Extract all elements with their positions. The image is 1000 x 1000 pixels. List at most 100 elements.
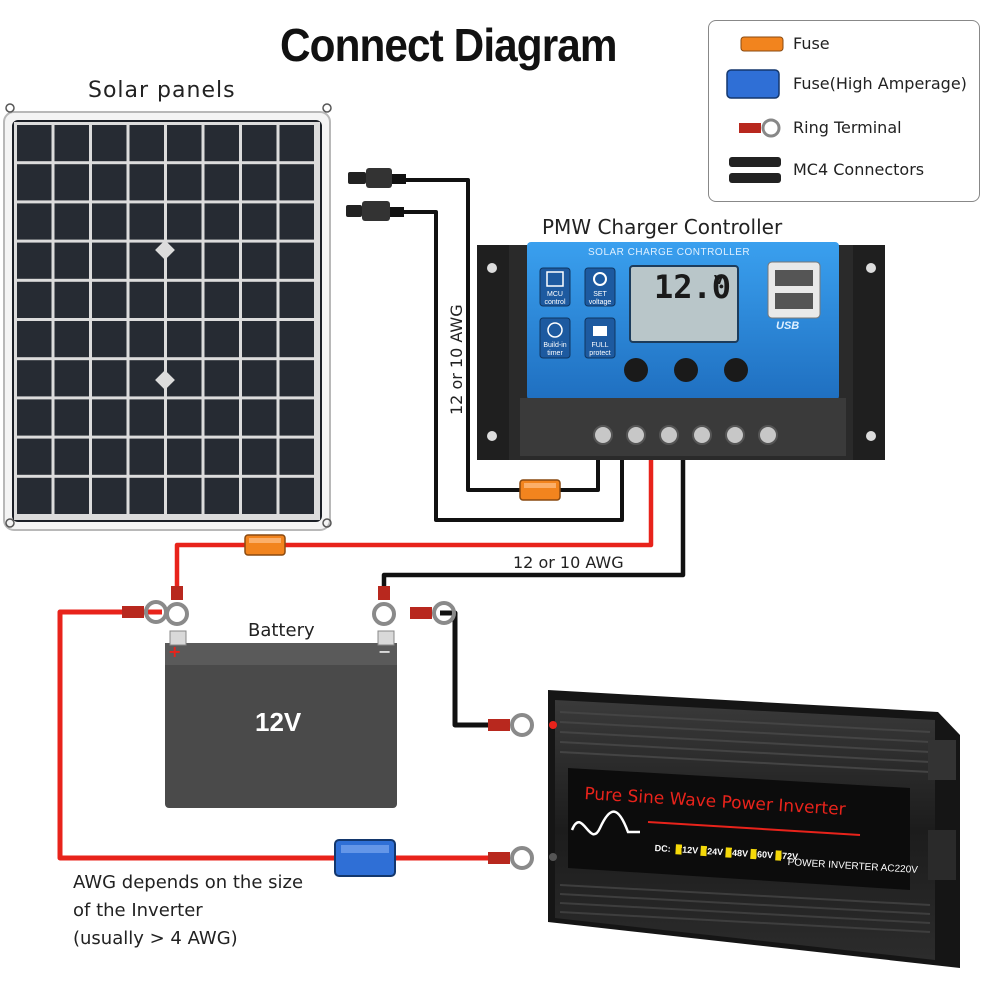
ac-socket-icon xyxy=(928,740,956,780)
solar-cell xyxy=(279,477,314,514)
fuse-icon xyxy=(519,479,561,501)
ring-terminal-icon xyxy=(510,713,534,737)
awg-vertical-label: 12 or 10 AWG xyxy=(447,304,466,415)
solar-cell xyxy=(129,438,164,475)
solar-cell xyxy=(242,399,277,436)
screw-terminal-icon xyxy=(659,425,679,445)
feature-set-label: SET voltage xyxy=(588,291,612,306)
heat-fin xyxy=(559,884,931,906)
solar-cell xyxy=(92,281,127,318)
dc-positive-terminal xyxy=(549,721,557,729)
solar-cell xyxy=(129,125,164,162)
solar-cell xyxy=(17,438,52,475)
menu-button[interactable] xyxy=(624,358,648,382)
ac-socket-icon xyxy=(928,830,956,880)
solar-cell xyxy=(54,203,89,240)
solar-cell xyxy=(17,281,52,318)
solar-cell xyxy=(279,399,314,436)
heat-fin xyxy=(559,731,931,753)
lcd-value: 12.0 xyxy=(654,268,732,306)
solar-cell xyxy=(54,321,89,358)
solar-cell xyxy=(129,321,164,358)
lock-icon xyxy=(584,317,616,359)
gear-icon xyxy=(584,267,616,307)
solar-cell xyxy=(204,242,239,279)
controller-header: SOLAR CHARGE CONTROLLER xyxy=(588,247,751,258)
legend-item-mc4: MC4 Connectors xyxy=(709,155,979,185)
clock-icon xyxy=(539,317,571,359)
dc-option-badge: 48V xyxy=(724,847,749,859)
battery-plus-sign: + xyxy=(168,642,182,661)
solar-cell xyxy=(242,360,277,397)
solar-cell xyxy=(242,321,277,358)
down-button[interactable] xyxy=(724,358,748,382)
dc-option-badge: 60V xyxy=(749,848,774,861)
solar-cell xyxy=(279,125,314,162)
solar-cell xyxy=(92,399,127,436)
solar-cell xyxy=(204,438,239,475)
solar-cell xyxy=(279,321,314,358)
ring-terminal-icon xyxy=(171,586,183,600)
solar-cell xyxy=(54,242,89,279)
feature-mcu-label: MCU control xyxy=(544,291,566,306)
panel-wires xyxy=(402,178,624,522)
solar-cell xyxy=(167,321,202,358)
battery-wires xyxy=(57,460,686,861)
solar-cell xyxy=(92,438,127,475)
solar-cell xyxy=(204,125,239,162)
solar-cell xyxy=(129,281,164,318)
awg-note-line2: of the Inverter xyxy=(73,900,203,921)
solar-cell xyxy=(204,360,239,397)
solar-cell xyxy=(17,242,52,279)
solar-cell xyxy=(204,281,239,318)
solar-cell xyxy=(279,164,314,201)
solar-cell xyxy=(129,399,164,436)
battery-minus-sign: − xyxy=(378,642,392,661)
solar-cell xyxy=(17,360,52,397)
solar-cell xyxy=(54,477,89,514)
up-button[interactable] xyxy=(674,358,698,382)
solar-cell xyxy=(279,203,314,240)
solar-cell xyxy=(242,438,277,475)
solar-cell xyxy=(204,477,239,514)
screw-terminal-icon xyxy=(725,425,745,445)
solar-cell xyxy=(167,399,202,436)
heat-fin xyxy=(559,751,931,773)
solar-cell xyxy=(242,477,277,514)
high-amp-fuse-icon xyxy=(334,839,396,877)
solar-cell xyxy=(242,242,277,279)
solar-cell xyxy=(129,203,164,240)
dc-option-badge: 24V xyxy=(699,845,724,858)
mc4-connector-icon xyxy=(729,157,781,183)
solar-cell xyxy=(167,164,202,201)
solar-panel xyxy=(3,103,332,531)
legend: Fuse Fuse(High Amperage) Ring Terminal M… xyxy=(708,20,980,202)
solar-cell xyxy=(92,125,127,162)
heat-fin xyxy=(559,902,931,924)
charge-controller xyxy=(477,242,885,460)
ring-terminal-icon xyxy=(372,602,396,626)
solar-cell xyxy=(17,164,52,201)
ring-terminal-icon xyxy=(432,601,456,625)
legend-item-high-amp-fuse: Fuse(High Amperage) xyxy=(709,69,979,99)
feature-protect-label: FULL protect xyxy=(589,342,611,357)
ring-terminal-icon xyxy=(378,586,390,600)
screw-terminal-icon xyxy=(626,425,646,445)
solar-cell xyxy=(17,477,52,514)
solar-cell xyxy=(279,360,314,397)
ring-terminal-icon xyxy=(739,118,781,138)
solar-cell xyxy=(92,360,127,397)
fuse-icon xyxy=(244,534,286,556)
screw-terminal-icon xyxy=(593,425,613,445)
solar-cell xyxy=(242,281,277,318)
dc-negative-terminal xyxy=(549,853,557,861)
solar-cell xyxy=(242,164,277,201)
solar-cell xyxy=(242,203,277,240)
usb-port-icon xyxy=(775,293,813,309)
solar-cell xyxy=(167,438,202,475)
solar-cell xyxy=(167,125,202,162)
controller-label: PMW Charger Controller xyxy=(542,215,783,239)
awg-note-line1: AWG depends on the size xyxy=(73,872,304,893)
ring-terminal-icon xyxy=(122,606,144,618)
